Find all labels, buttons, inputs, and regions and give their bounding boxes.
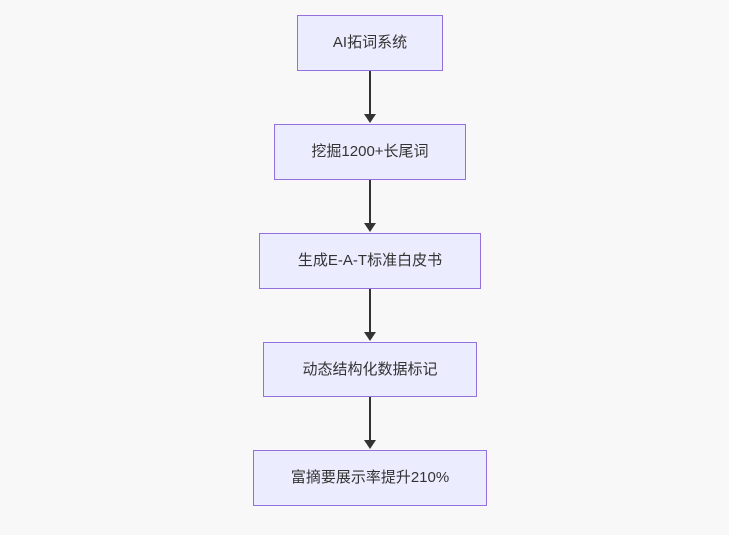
flow-node-longtail-mining: 挖掘1200+长尾词 [274,124,466,180]
arrow-line [369,180,371,223]
arrowhead-icon [364,114,376,123]
arrowhead-icon [364,223,376,232]
arrow-line [369,397,371,440]
arrowhead-icon [364,440,376,449]
arrow-line [369,71,371,114]
arrow-down-connector [364,180,376,232]
flow-node-structured-data-markup: 动态结构化数据标记 [263,342,477,397]
arrow-down-connector [364,71,376,123]
arrow-down-connector [364,289,376,341]
flow-node-label: 生成E-A-T标准白皮书 [297,252,443,269]
arrow-line [369,289,371,332]
flow-node-label: 挖掘1200+长尾词 [311,143,429,160]
flow-node-label: 动态结构化数据标记 [302,360,438,378]
flow-node-ai-keyword-system: AI拓词系统 [297,15,443,71]
flow-node-rich-snippet-result: 富摘要展示率提升210% [253,450,487,506]
flow-node-label: AI拓词系统 [332,34,408,51]
arrow-down-connector [364,397,376,449]
arrowhead-icon [364,332,376,341]
flow-node-eat-whitepaper: 生成E-A-T标准白皮书 [259,233,481,289]
flow-node-label: 富摘要展示率提升210% [290,469,450,486]
